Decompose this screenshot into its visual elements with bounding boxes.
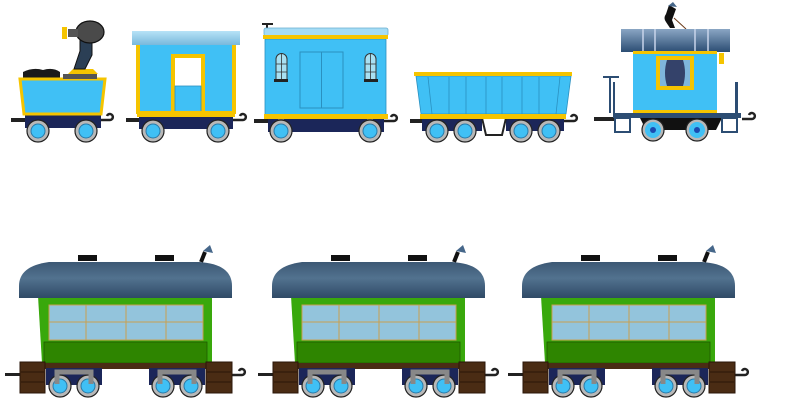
wheel-icon	[509, 119, 533, 143]
wheel-icon	[425, 119, 449, 143]
tender-body	[18, 77, 107, 116]
caboose	[594, 2, 757, 142]
underframe	[42, 363, 210, 369]
wheel-icon	[26, 119, 50, 143]
curtained-window-icon	[656, 56, 694, 90]
roof-trim	[633, 51, 717, 54]
hopper-body	[415, 75, 572, 115]
arched-window-icon	[364, 53, 378, 82]
hopper-ribs	[427, 76, 561, 115]
base-trim	[420, 114, 566, 119]
lower-panel	[43, 341, 208, 364]
roof-vent	[155, 255, 174, 261]
chimney-cap	[203, 245, 213, 253]
brakeman-figure	[664, 5, 676, 28]
base-trim	[264, 114, 388, 119]
platform	[613, 113, 741, 118]
wheel-icon	[48, 374, 72, 398]
lantern-icon	[719, 53, 724, 64]
wheel-icon	[76, 374, 100, 398]
coal-crane-car	[11, 20, 115, 143]
crane-head	[75, 20, 105, 44]
hopper-car	[410, 72, 579, 143]
wheel-icon	[151, 374, 175, 398]
window-panel	[48, 304, 204, 341]
roof	[263, 27, 389, 37]
coupler-hook-icon	[230, 367, 247, 377]
crane-nozzle-rim	[62, 27, 67, 39]
arched-window-icon	[274, 53, 288, 82]
rail-post	[735, 82, 738, 114]
doorway-window	[175, 58, 201, 86]
roof-trim	[263, 35, 388, 39]
brakeman-rod	[673, 17, 687, 30]
base-trim	[633, 110, 717, 114]
wheel-icon	[453, 119, 477, 143]
roof-ribs	[642, 29, 709, 52]
crane-nozzle	[68, 29, 78, 37]
crane-mount	[68, 69, 98, 74]
passenger-car	[508, 245, 748, 397]
step-ladder	[614, 117, 738, 133]
wheel-icon	[537, 119, 561, 143]
coupler-left	[5, 373, 22, 376]
hopper-chute	[481, 117, 507, 136]
coupler-left	[126, 118, 142, 122]
coupler-left	[594, 117, 614, 121]
wheel-icon	[358, 119, 382, 143]
wheel-icon	[685, 118, 709, 142]
roof	[132, 31, 240, 45]
open-door-boxcar	[126, 31, 248, 143]
brakeman-hat	[668, 2, 677, 7]
passenger-car	[5, 245, 247, 398]
roof	[621, 29, 730, 52]
antenna-post	[266, 24, 268, 29]
coupler-left	[11, 118, 27, 122]
coupler-left	[254, 119, 270, 123]
base-trim	[137, 111, 235, 117]
wheel-icon	[641, 118, 665, 142]
coupler-left	[410, 119, 424, 123]
curved-roof	[19, 262, 232, 298]
side-trim	[232, 44, 236, 114]
chassis	[268, 118, 384, 132]
crane-base	[63, 74, 97, 79]
chimney-icon	[199, 251, 207, 263]
passenger-car	[258, 245, 498, 397]
windowed-boxcar	[254, 23, 399, 143]
wheel-icon	[206, 119, 230, 143]
buffer-box	[205, 361, 233, 394]
door-panel	[174, 85, 202, 114]
roof-vent	[78, 255, 97, 261]
wheel-icon	[269, 119, 293, 143]
side-trim	[136, 44, 140, 114]
buffer-box	[19, 361, 46, 394]
brake-wheel-icon	[603, 76, 619, 114]
wheel-icon	[141, 119, 165, 143]
wheel-icon	[74, 119, 98, 143]
coupler-hook-icon	[740, 111, 757, 121]
top-rim	[414, 72, 572, 76]
coal-pile	[23, 68, 60, 78]
axle-frame	[54, 369, 197, 384]
wheel-icon	[179, 374, 203, 398]
